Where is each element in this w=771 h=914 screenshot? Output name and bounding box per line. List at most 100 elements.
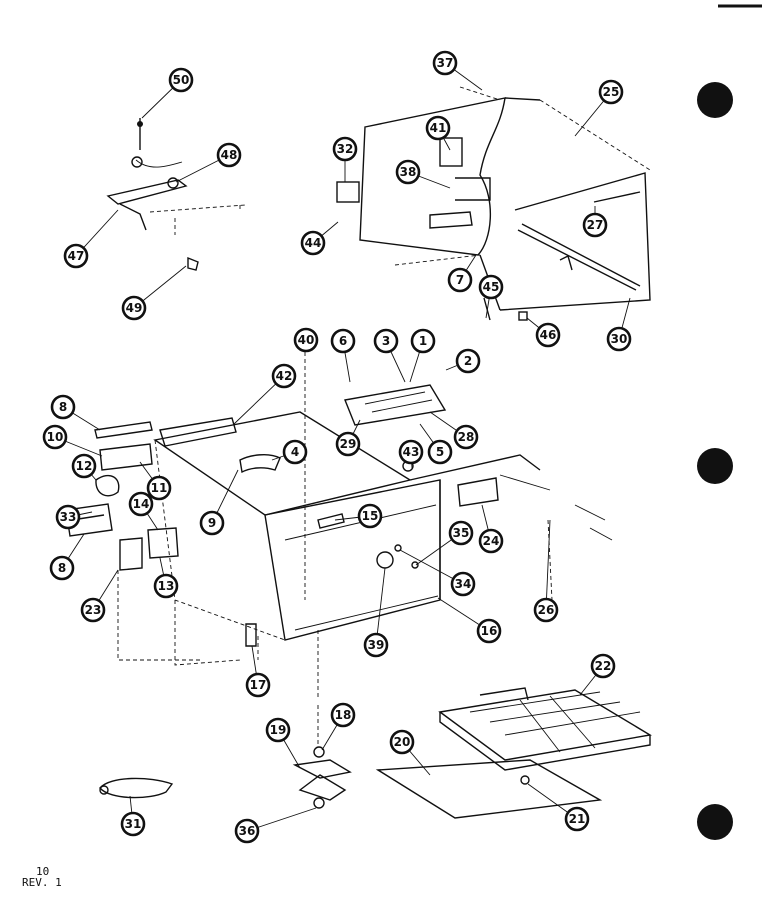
callout-number: 13 [158,579,175,593]
page-footer: 10 REV. 1 [22,866,62,888]
callout-42[interactable]: 42 [271,363,297,389]
callout-49[interactable]: 49 [121,295,147,321]
callout-21[interactable]: 21 [564,806,590,832]
callout-6[interactable]: 6 [330,328,356,354]
callout-7[interactable]: 7 [447,267,473,293]
callout-24[interactable]: 24 [478,528,504,554]
callout-number: 21 [569,812,586,826]
callout-5-lower[interactable]: 5 [427,439,453,465]
callout-13[interactable]: 13 [153,573,179,599]
callout-39[interactable]: 39 [363,632,389,658]
callout-20[interactable]: 20 [389,729,415,755]
callout-number: 22 [595,659,612,673]
callout-40[interactable]: 40 [293,327,319,353]
callout-8-bottom[interactable]: 8 [49,555,75,581]
callout-31[interactable]: 31 [120,811,146,837]
callout-number: 7 [456,273,464,287]
callout-9[interactable]: 9 [199,510,225,536]
callout-41[interactable]: 41 [425,115,451,141]
callout-number: 11 [151,481,168,495]
callout-number: 47 [68,249,85,263]
callout-26[interactable]: 26 [533,597,559,623]
callout-33[interactable]: 33 [55,504,81,530]
callout-number: 38 [400,165,417,179]
callout-number: 16 [481,624,498,638]
binder-hole-top [697,82,733,118]
callout-number: 44 [305,236,322,250]
callout-number: 14 [133,497,150,511]
callout-number: 9 [208,516,216,530]
callout-2[interactable]: 2 [455,348,481,374]
callout-14[interactable]: 14 [128,491,154,517]
callout-number: 36 [239,824,256,838]
callout-1[interactable]: 1 [410,328,436,354]
callout-25[interactable]: 25 [598,79,624,105]
callout-36[interactable]: 36 [234,818,260,844]
callout-32[interactable]: 32 [332,136,358,162]
callout-number: 30 [611,332,628,346]
callout-18[interactable]: 18 [330,702,356,728]
callout-30[interactable]: 30 [606,326,632,352]
callout-number: 34 [455,577,472,591]
callout-number: 43 [403,445,420,459]
callout-number: 8 [59,400,67,414]
callout-10[interactable]: 10 [42,424,68,450]
callout-50[interactable]: 50 [168,67,194,93]
callout-34[interactable]: 34 [450,571,476,597]
callout-number: 31 [125,817,142,831]
callout-3[interactable]: 3 [373,328,399,354]
callout-number: 35 [453,526,470,540]
callout-22[interactable]: 22 [590,653,616,679]
callout-number: 5 [436,445,444,459]
callout-11[interactable]: 11 [146,475,172,501]
callout-48[interactable]: 48 [216,142,242,168]
callout-37[interactable]: 37 [432,50,458,76]
callout-number: 4 [291,445,299,459]
callout-47[interactable]: 47 [63,243,89,269]
callout-number: 39 [368,638,385,652]
callout-number: 15 [362,509,379,523]
callout-number: 8 [58,561,66,575]
callout-number: 25 [603,85,620,99]
callout-23[interactable]: 23 [80,597,106,623]
bottom-parts [99,687,652,819]
callout-number: 42 [276,369,293,383]
callout-29[interactable]: 29 [335,431,361,457]
callout-35[interactable]: 35 [448,520,474,546]
callout-number: 33 [60,510,77,524]
callout-number: 32 [337,142,354,156]
callout-12[interactable]: 12 [71,453,97,479]
callout-45[interactable]: 45 [478,274,504,300]
callout-38[interactable]: 38 [395,159,421,185]
callout-number: 45 [483,280,500,294]
callout-8-top[interactable]: 8 [50,394,76,420]
callout-number: 3 [382,334,390,348]
callout-number: 27 [587,218,604,232]
callout-number: 18 [335,708,352,722]
callout-number: 10 [47,430,64,444]
callout-4[interactable]: 4 [282,439,308,465]
callout-number: 23 [85,603,102,617]
callout-46[interactable]: 46 [535,322,561,348]
callout-number: 1 [419,334,427,348]
callout-16[interactable]: 16 [476,618,502,644]
callout-number: 2 [464,354,472,368]
callout-number: 19 [270,723,287,737]
callout-number: 48 [221,148,238,162]
callout-number: 37 [437,56,454,70]
callout-number: 46 [540,328,557,342]
callout-27[interactable]: 27 [582,212,608,238]
callout-number: 49 [126,301,143,315]
top-left-bracket-assembly [106,118,246,271]
callout-number: 50 [173,73,190,87]
callout-28[interactable]: 28 [453,424,479,450]
callout-43[interactable]: 43 [398,439,424,465]
callout-19[interactable]: 19 [265,717,291,743]
callout-number: 20 [394,735,411,749]
callout-15[interactable]: 15 [357,503,383,529]
callout-number: 40 [298,333,315,347]
callout-number: 26 [538,603,555,617]
callout-44[interactable]: 44 [300,230,326,256]
callout-17[interactable]: 17 [245,672,271,698]
